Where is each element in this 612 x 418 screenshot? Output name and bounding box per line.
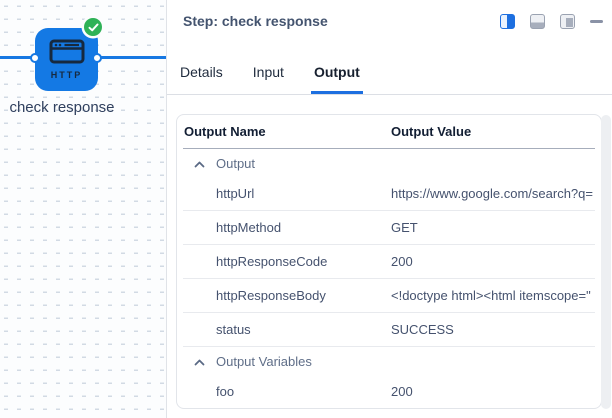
row-separator: [183, 346, 595, 347]
layout-panel-right-icon[interactable]: [560, 14, 575, 29]
group-label: Output: [216, 155, 256, 171]
output-name: foo: [216, 384, 235, 399]
output-value: SUCCESS: [391, 322, 454, 337]
minimize-icon[interactable]: [590, 20, 603, 23]
table-row: foo 200: [177, 375, 601, 408]
output-table: Output Name Output Value Output httpUrl: [176, 114, 602, 409]
output-value: 200: [391, 384, 413, 399]
output-value: https://www.google.com/search?q=: [391, 186, 593, 201]
node-type-label: HTTP: [50, 70, 83, 80]
tab-output[interactable]: Output: [310, 64, 363, 94]
group-row-output-variables[interactable]: Output Variables: [177, 347, 601, 375]
panel-title: Step: check response: [183, 13, 328, 29]
column-header-output-name: Output Name: [184, 124, 266, 139]
row-separator: [183, 244, 595, 245]
output-value: GET: [391, 220, 418, 235]
tab-bar: Details Input Output: [167, 64, 612, 95]
table-header-row: Output Name Output Value: [177, 115, 601, 148]
output-name: httpUrl: [216, 186, 255, 201]
connection-port-right[interactable]: [92, 53, 102, 63]
chevron-up-icon[interactable]: [194, 354, 205, 369]
group-label: Output Variables: [216, 353, 312, 369]
row-separator: [183, 278, 595, 279]
row-separator: [183, 312, 595, 313]
workflow-canvas[interactable]: HTTP check response: [0, 0, 166, 418]
vertical-scrollbar[interactable]: [601, 115, 611, 409]
tab-input[interactable]: Input: [252, 64, 284, 80]
node-label: check response: [9, 99, 115, 116]
http-node[interactable]: HTTP: [35, 28, 98, 91]
layout-split-right-icon[interactable]: [500, 14, 515, 29]
browser-window-icon: [49, 39, 85, 69]
table-row: httpResponseBody <!doctype html><html it…: [177, 279, 601, 312]
output-value: <!doctype html><html itemscope=": [391, 288, 591, 303]
column-header-output-value: Output Value: [391, 124, 472, 139]
layout-bottom-icon[interactable]: [530, 14, 545, 29]
table-row: httpUrl https://www.google.com/search?q=: [177, 177, 601, 210]
step-inspector-panel: Step: check response Details Input Outpu…: [167, 0, 612, 418]
panel-divider: [166, 0, 167, 418]
connection-port-left[interactable]: [30, 53, 40, 63]
group-row-output[interactable]: Output: [177, 149, 601, 177]
table-row: httpResponseCode 200: [177, 245, 601, 278]
output-name: httpResponseCode: [216, 254, 328, 269]
table-row: httpMethod GET: [177, 211, 601, 244]
table-row: status SUCCESS: [177, 313, 601, 346]
output-value: 200: [391, 254, 413, 269]
tab-content: Output Name Output Value Output httpUrl: [167, 95, 612, 409]
output-name: httpResponseBody: [216, 288, 326, 303]
output-name: status: [216, 322, 251, 337]
success-check-icon: [84, 18, 102, 36]
chevron-up-icon[interactable]: [194, 156, 205, 171]
panel-window-controls: [500, 13, 603, 29]
tab-details[interactable]: Details: [180, 64, 223, 80]
panel-header: Step: check response: [167, 0, 612, 30]
output-name: httpMethod: [216, 220, 282, 235]
header-rule: [183, 148, 595, 149]
row-separator: [183, 210, 595, 211]
